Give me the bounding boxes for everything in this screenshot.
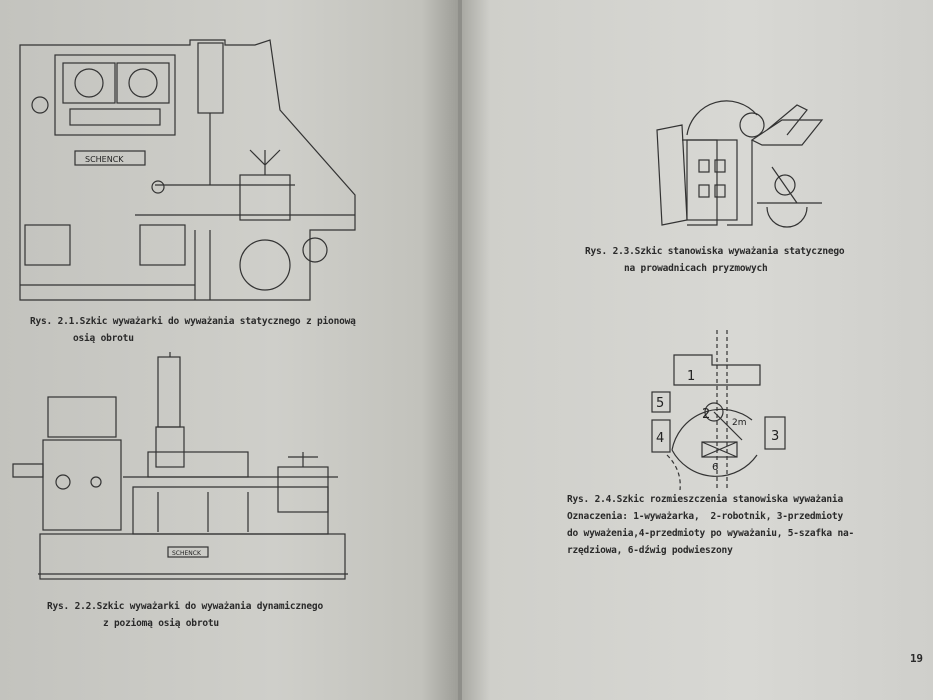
figure-2-2-caption-line-2: z poziomą osią obrotu: [103, 618, 219, 629]
svg-text:2: 2: [702, 407, 710, 422]
figure-2-3-drawing: [656, 100, 824, 228]
brand-label: SCHENCK: [85, 155, 124, 164]
figure-2-4-caption-line-4: rzędziowa, 6-dźwig podwieszony: [567, 545, 733, 556]
figure-2-2-caption-line-1: Rys. 2.2.Szkic wyważarki do wyważania dy…: [47, 601, 323, 612]
svg-text:5: 5: [656, 396, 664, 411]
figure-2-4-drawing: 1 2 3 4 5 6 2m: [651, 330, 786, 490]
page-number: 19: [910, 652, 923, 665]
figure-2-1-drawing: SCHENCK: [19, 39, 356, 301]
figure-2-4-caption-line-1: Rys. 2.4.Szkic rozmieszczenia stanowiska…: [567, 494, 843, 505]
figure-2-1-caption-line-1: Rys. 2.1.Szkic wyważarki do wyważania st…: [30, 316, 356, 327]
svg-text:1: 1: [687, 369, 695, 384]
figure-2-3-caption-line-2: na prowadnicach pryzmowych: [624, 263, 768, 274]
left-page: SCHENCK Rys. 2.1.Szkic wyważarki do wywa…: [0, 0, 458, 700]
figure-2-4-caption-line-2: Oznaczenia: 1-wyważarka, 2-robotnik, 3-p…: [567, 511, 843, 522]
brand-label: SCHENCK: [172, 550, 202, 557]
svg-text:3: 3: [771, 429, 779, 444]
figure-2-1-caption-line-2: osią obrotu: [73, 333, 134, 344]
svg-text:6: 6: [712, 462, 718, 473]
svg-text:2m: 2m: [732, 418, 747, 428]
figure-2-2-drawing: SCHENCK: [12, 352, 348, 580]
svg-text:4: 4: [656, 431, 664, 446]
figure-2-4-caption-line-3: do wyważenia,4-przedmioty po wyważaniu, …: [567, 528, 855, 539]
right-page: Rys. 2.3.Szkic stanowiska wyważania stat…: [462, 0, 933, 700]
figure-2-3-caption-line-1: Rys. 2.3.Szkic stanowiska wyważania stat…: [585, 246, 845, 257]
